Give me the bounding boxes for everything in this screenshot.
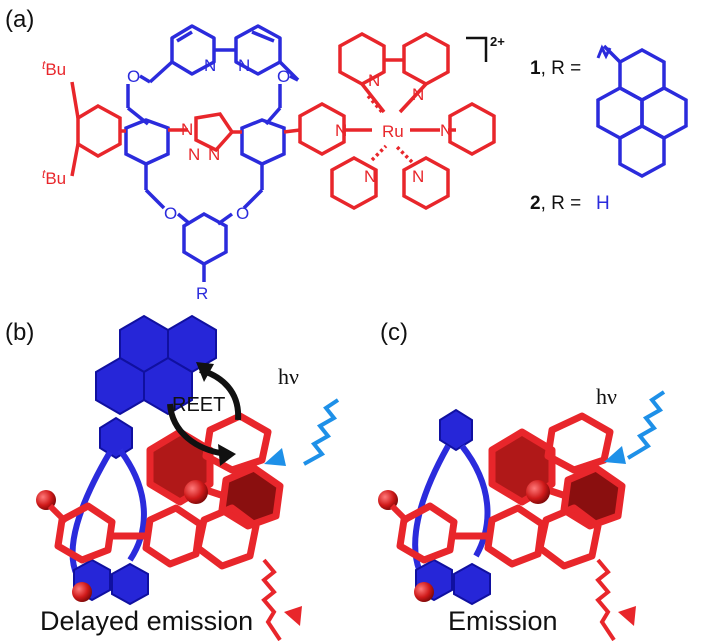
atom-n-ru-2: N [412, 85, 424, 104]
triazole-ring [168, 112, 242, 153]
compound-1-label: 1, R = [530, 58, 581, 79]
atom-r: R [196, 284, 208, 303]
bipyridine-top [148, 24, 300, 84]
atom-o-right-top: O [277, 67, 290, 86]
pyrene-3d-model [95, 314, 217, 460]
pyrene-substituent [596, 44, 688, 178]
red-ball-left-b [36, 490, 56, 510]
reet-label: REET [172, 394, 225, 416]
atom-n-ru-5: N [364, 167, 376, 186]
benzene-left-blue [124, 118, 170, 210]
bottom-aryl-ring [176, 211, 234, 282]
atom-n-bpy-left: N [204, 56, 216, 75]
red-ball-bottom-c [414, 582, 434, 602]
tbu-phenyl-stopper [70, 81, 126, 177]
emission-wave-c [595, 558, 616, 641]
charge-label: 2+ [490, 34, 505, 49]
atom-o-left-top: O [127, 67, 140, 86]
benzene-right-blue [240, 118, 286, 210]
photon-wave-b [303, 398, 340, 466]
tbu-label-top: tBu [42, 58, 66, 79]
atom-o-left-bottom: O [164, 204, 177, 223]
atom-n-ru-4: N [440, 121, 452, 140]
atom-n-triazole-3: N [208, 145, 220, 164]
photon-label-b: hν [278, 364, 299, 389]
red-ball-bottom-b [72, 582, 92, 602]
compound-2-label: 2, R = [530, 193, 581, 214]
atom-ru: Ru [382, 122, 404, 141]
blue-ring-bottom-b [73, 558, 149, 606]
panel-c-label: (c) [380, 319, 408, 346]
ru-complex-3d-b [54, 412, 284, 570]
reet-arrow-down [167, 403, 227, 457]
atom-n-ru-6: N [412, 167, 424, 186]
ru-center-c [526, 480, 550, 504]
photon-wave-c [626, 390, 666, 460]
caption-b: Delayed emission [40, 606, 253, 636]
emission-wave-b [261, 558, 282, 641]
atom-n-triazole-1: N [181, 120, 193, 139]
photon-label-c: hν [596, 384, 617, 409]
tbu-label-bottom: tBu [42, 167, 66, 188]
atom-n-ru-1: N [368, 71, 380, 90]
ru-complex-3d-c [396, 412, 626, 570]
panel-a-label: (a) [5, 6, 34, 33]
atom-n-triazole-2: N [188, 145, 200, 164]
atom-n-bpy-right: N [238, 56, 250, 75]
atom-o-right-bottom: O [236, 204, 249, 223]
charge-bracket [466, 36, 488, 62]
ru-tris-bipyridine [283, 32, 496, 210]
panel-b-label: (b) [5, 319, 34, 346]
blue-ring-bottom-c [415, 558, 491, 606]
compound-2-value: H [596, 193, 610, 214]
atom-n-ru-3: N [335, 121, 347, 140]
ru-center-b [184, 480, 208, 504]
caption-c: Emission [448, 606, 558, 636]
blue-ring-top-c [439, 408, 473, 452]
